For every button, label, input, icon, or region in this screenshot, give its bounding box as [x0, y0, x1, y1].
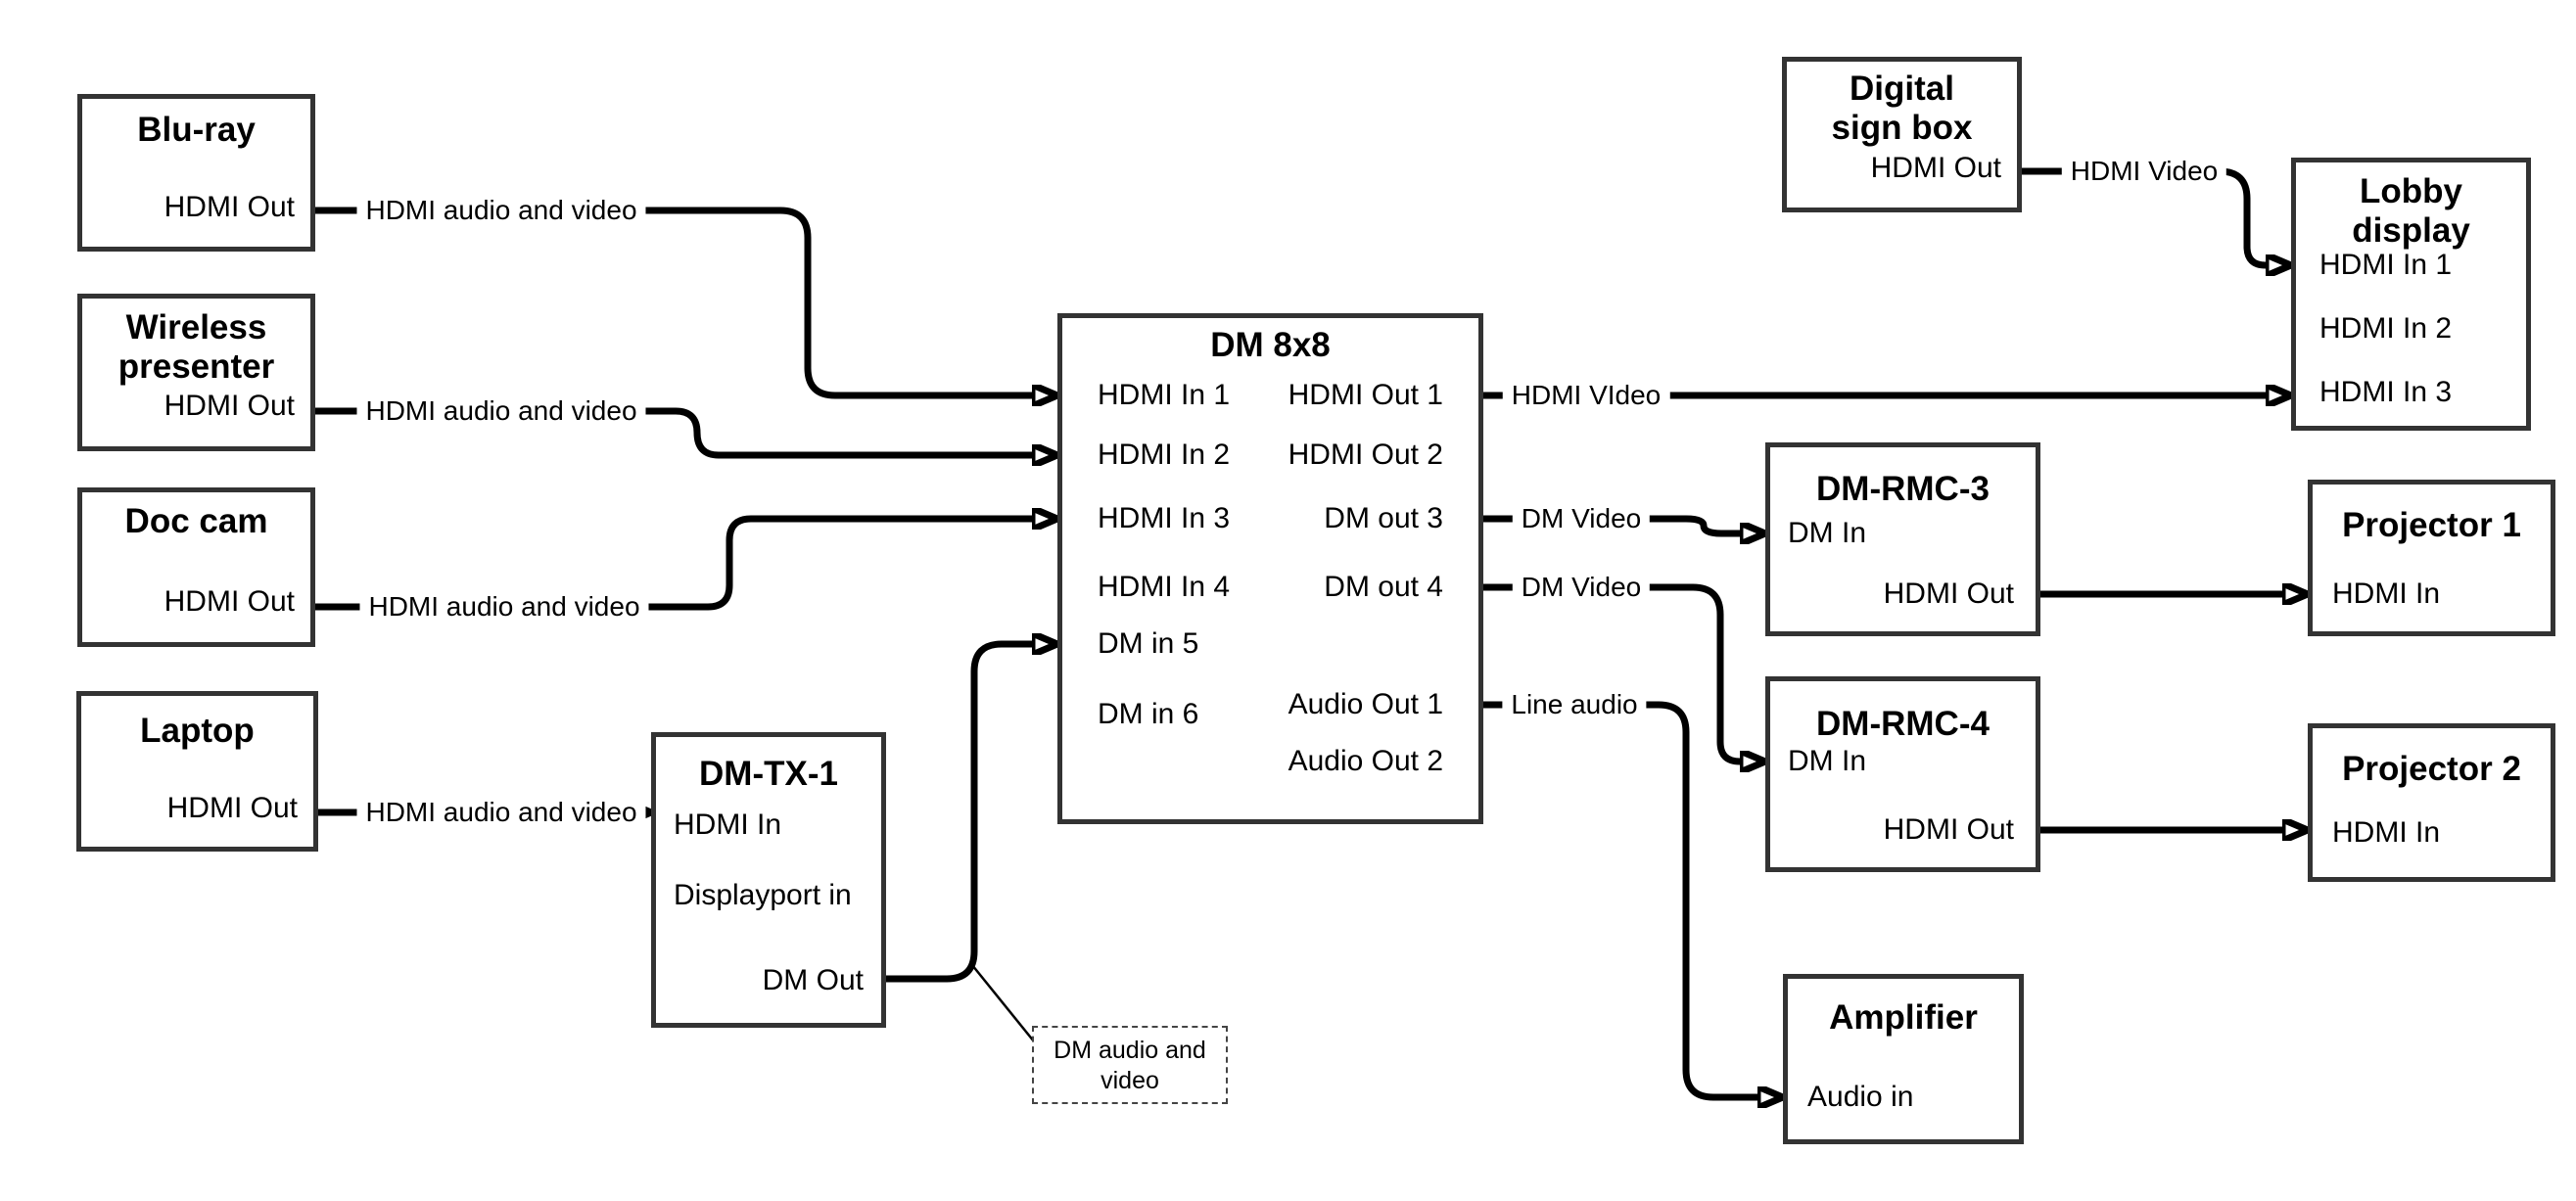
note-dm-audio-and-video: DM audio and video [1032, 1026, 1228, 1104]
edge-wireless-dm8x8 [315, 407, 1032, 455]
port-bluray-hdmi-out: HDMI Out [164, 191, 295, 223]
edge-label-hdmi-out-1: HDMI VIdeo [1502, 380, 1670, 411]
node-digital-sign-box: Digital sign box HDMI Out [1782, 57, 2022, 212]
edge-dm8x8-dmrmc3 [1483, 515, 1740, 533]
note-callout-line [971, 964, 1035, 1042]
edge-label-audio-out-1: Line audio [1502, 689, 1647, 720]
node-laptop: Laptop HDMI Out [76, 691, 318, 852]
port-wireless-hdmi-out: HDMI Out [164, 390, 295, 422]
port-dmtx1-displayport-in: Displayport in [674, 879, 852, 911]
node-dm-rmc-3: DM-RMC-3 DM In HDMI Out [1765, 442, 2040, 636]
port-proj1-hdmi-in: HDMI In [2332, 577, 2441, 610]
edge-label-dm-out-4: DM Video [1512, 572, 1651, 603]
node-bluray: Blu-ray HDMI Out [77, 94, 315, 252]
edge-dm8x8-dmrmc4 [1483, 583, 1740, 762]
port-dm8x8-hdmi-out-2: HDMI Out 2 [1288, 439, 1443, 471]
port-dm8x8-hdmi-in-3: HDMI In 3 [1098, 502, 1231, 534]
node-projector-1: Projector 1 HDMI In [2308, 480, 2555, 636]
node-projector-2-title: Projector 2 [2342, 750, 2521, 788]
port-dm8x8-dm-out-4: DM out 4 [1324, 571, 1443, 603]
node-projector-2: Projector 2 HDMI In [2308, 723, 2555, 882]
node-amplifier: Amplifier Audio in [1783, 974, 2024, 1144]
node-wireless-presenter: Wireless presenter HDMI Out [77, 294, 315, 451]
node-projector-1-title: Projector 1 [2342, 506, 2521, 544]
node-dm-rmc-4-title: DM-RMC-4 [1816, 705, 1990, 743]
port-dmtx1-dm-out: DM Out [762, 964, 864, 996]
port-dmrmc3-hdmi-out: HDMI Out [1883, 577, 2014, 610]
edge-label-wireless: HDMI audio and video [356, 395, 646, 427]
node-lobby-display-title: Lobby display [2352, 172, 2470, 250]
port-dm8x8-dm-in-6: DM in 6 [1098, 698, 1199, 730]
port-proj2-hdmi-in: HDMI In [2332, 816, 2441, 849]
node-dm-8x8: DM 8x8 HDMI In 1 HDMI In 2 HDMI In 3 HDM… [1057, 313, 1483, 824]
node-dm-rmc-3-title: DM-RMC-3 [1816, 470, 1990, 508]
edge-bluray-dm8x8 [315, 207, 1032, 395]
port-dm8x8-audio-out-2: Audio Out 2 [1288, 745, 1443, 777]
edge-sign-lobby [2020, 167, 2266, 265]
node-dm-tx-1: DM-TX-1 HDMI In Displayport in DM Out [651, 732, 886, 1028]
port-dm8x8-audio-out-1: Audio Out 1 [1288, 688, 1443, 720]
port-dm8x8-hdmi-in-2: HDMI In 2 [1098, 439, 1231, 471]
node-doc-cam: Doc cam HDMI Out [77, 487, 315, 647]
edge-doccam-dm8x8 [315, 519, 1032, 611]
node-wireless-presenter-title: Wireless presenter [117, 308, 275, 386]
port-dmrmc4-dm-in: DM In [1788, 745, 1867, 777]
edge-dm8x8-amplifier [1483, 701, 1757, 1097]
port-lobby-hdmi-in-1: HDMI In 1 [2319, 249, 2453, 281]
port-dm8x8-dm-out-3: DM out 3 [1324, 502, 1443, 534]
edge-label-sign-lobby: HDMI Video [2061, 156, 2227, 187]
node-amplifier-title: Amplifier [1829, 998, 1978, 1037]
port-laptop-hdmi-out: HDMI Out [166, 792, 298, 824]
port-dmrmc4-hdmi-out: HDMI Out [1883, 813, 2014, 846]
node-dm-tx-1-title: DM-TX-1 [699, 755, 838, 793]
node-lobby-display: Lobby display HDMI In 1 HDMI In 2 HDMI I… [2291, 158, 2531, 431]
node-laptop-title: Laptop [140, 712, 255, 750]
port-doccam-hdmi-out: HDMI Out [164, 585, 295, 618]
port-dm8x8-dm-in-5: DM in 5 [1098, 627, 1199, 660]
edge-label-bluray: HDMI audio and video [356, 195, 646, 226]
node-doc-cam-title: Doc cam [124, 502, 268, 540]
node-digital-sign-box-title: Digital sign box [1831, 69, 1973, 147]
node-bluray-title: Blu-ray [137, 111, 256, 149]
edge-label-laptop: HDMI audio and video [356, 797, 646, 828]
edge-dmtx1-dm8x8 [886, 644, 1032, 983]
port-dm8x8-hdmi-out-1: HDMI Out 1 [1288, 379, 1443, 411]
port-dm8x8-hdmi-in-4: HDMI In 4 [1098, 571, 1231, 603]
node-dm-8x8-title: DM 8x8 [1210, 326, 1331, 364]
port-dmrmc3-dm-in: DM In [1788, 517, 1867, 549]
port-lobby-hdmi-in-2: HDMI In 2 [2319, 312, 2453, 345]
edge-label-dm-out-3: DM Video [1512, 503, 1651, 534]
port-amp-audio-in: Audio in [1807, 1081, 1914, 1113]
edge-label-doccam: HDMI audio and video [359, 591, 649, 623]
port-dmtx1-hdmi-in: HDMI In [674, 808, 782, 841]
port-lobby-hdmi-in-3: HDMI In 3 [2319, 376, 2453, 408]
port-dm8x8-hdmi-in-1: HDMI In 1 [1098, 379, 1231, 411]
port-sign-hdmi-out: HDMI Out [1870, 152, 2001, 184]
node-dm-rmc-4: DM-RMC-4 DM In HDMI Out [1765, 676, 2040, 872]
